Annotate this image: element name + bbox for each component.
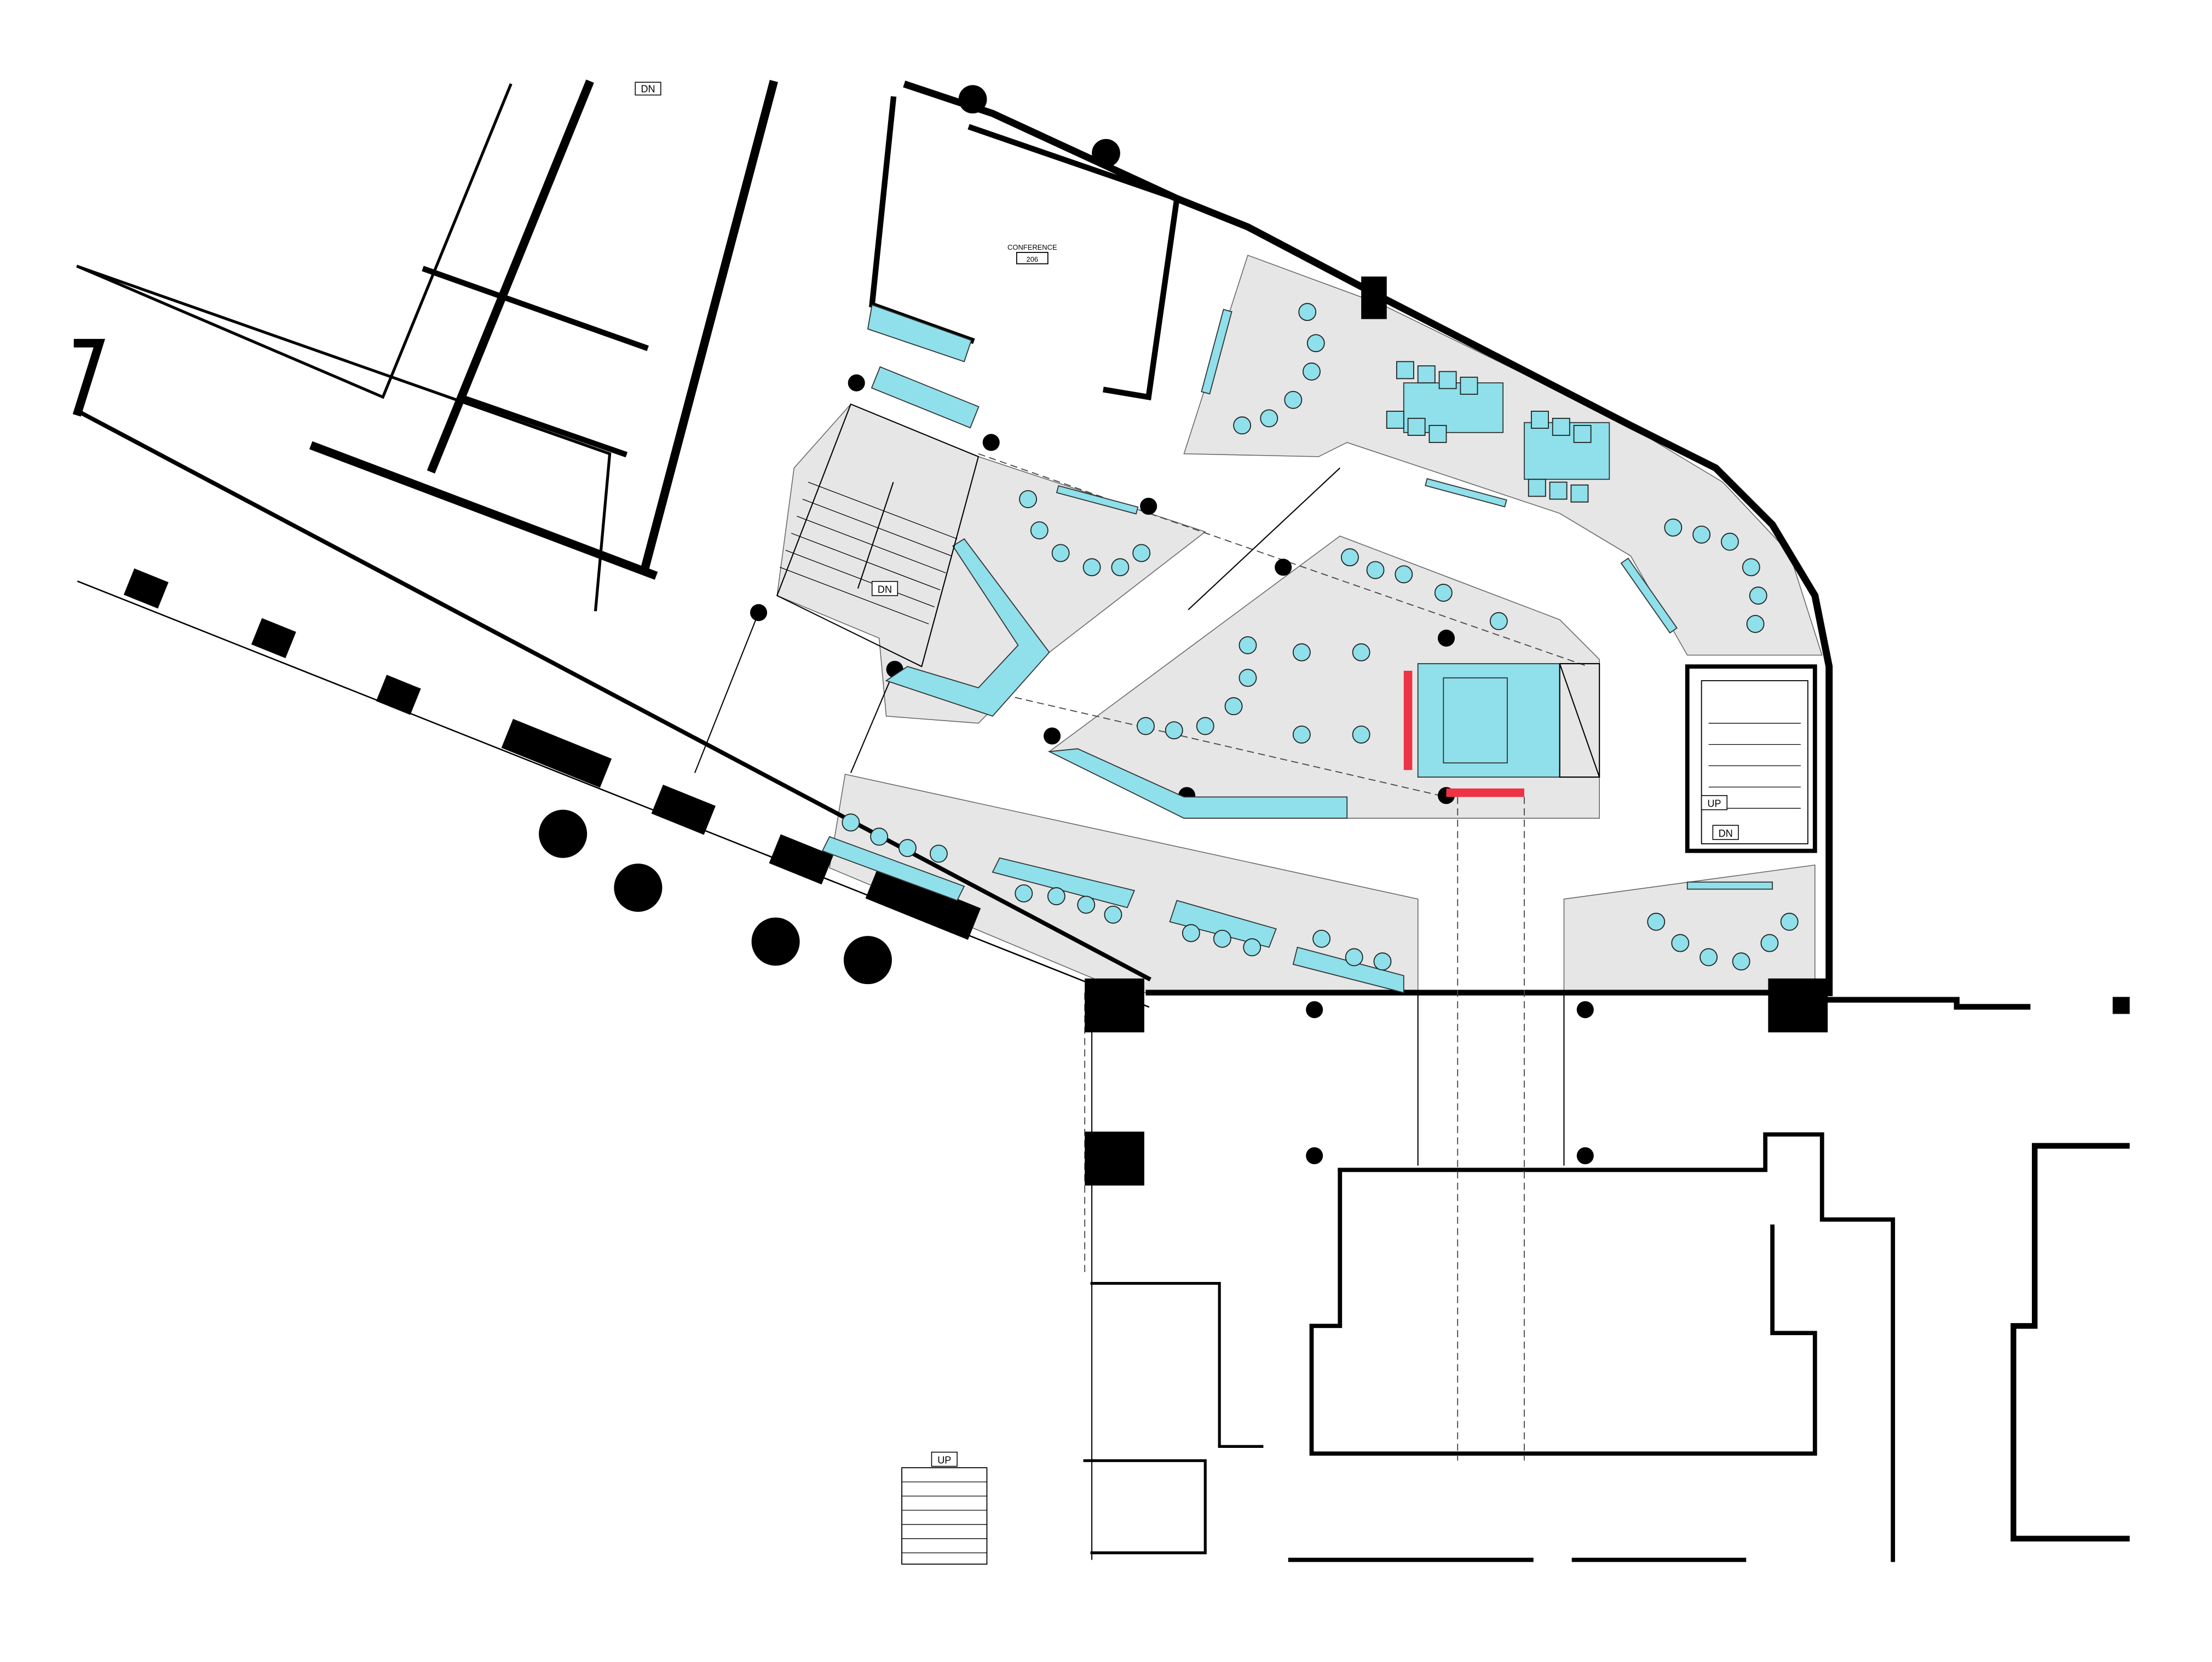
- stair-bottom: [901, 1467, 988, 1565]
- stair-labels: DN DN UP DN UP: [635, 82, 1739, 1467]
- label-right-up: UP: [1707, 798, 1721, 809]
- furniture: [821, 304, 1773, 993]
- room-label-conference: CONFERENCE 206: [1007, 243, 1057, 264]
- stair-right: [1701, 680, 1808, 844]
- room-number: 206: [1027, 255, 1039, 263]
- room-name: CONFERENCE: [1007, 243, 1057, 251]
- label-right-dn: DN: [1719, 828, 1733, 839]
- label-center-dn: DN: [878, 584, 892, 595]
- walls: [72, 79, 2130, 1562]
- stair-center: [776, 403, 980, 668]
- label-top-dn: DN: [641, 83, 655, 94]
- piers: [123, 276, 1828, 1186]
- label-bottom-up: UP: [937, 1454, 951, 1465]
- chairs: [842, 303, 1799, 971]
